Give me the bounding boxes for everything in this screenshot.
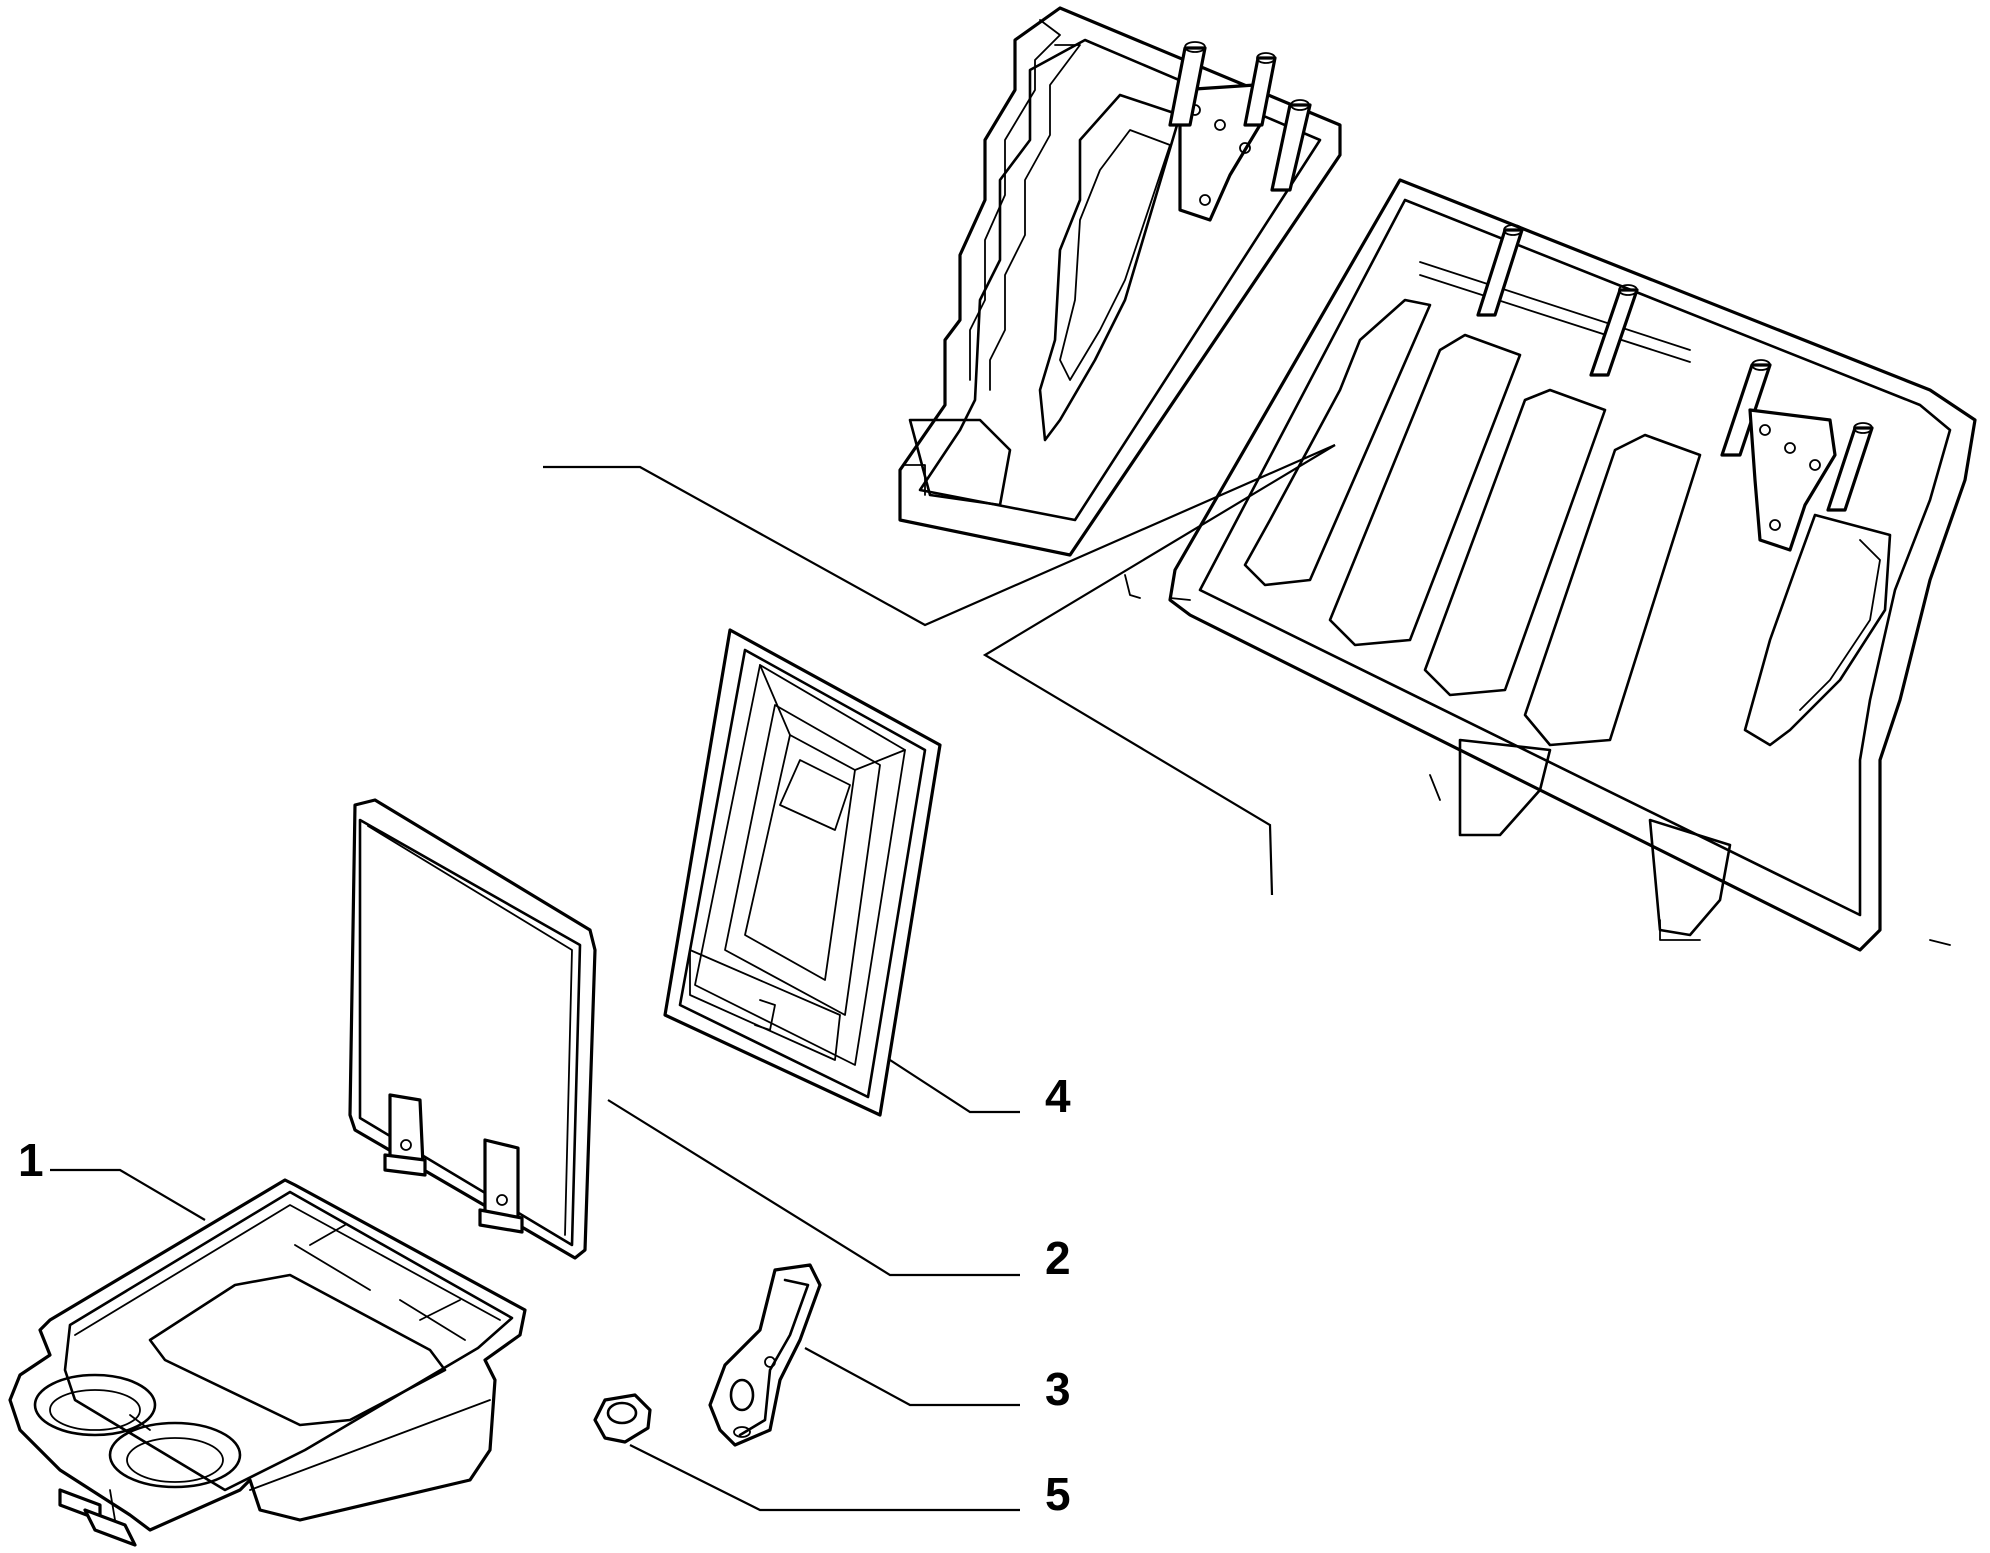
leader-lines: [50, 443, 1336, 1512]
callout-1: 1: [18, 1134, 44, 1186]
part-2-seat-back-cushion: [348, 798, 597, 1260]
seat-back-frame-left: [898, 6, 1342, 599]
leader-2: [607, 1099, 1020, 1277]
part-5-hex-nut: [593, 1393, 652, 1444]
callout-3: 3: [1045, 1363, 1071, 1415]
leader-3: [804, 1347, 1020, 1407]
callout-4: 4: [1045, 1070, 1071, 1122]
part-3-hinge-bracket: [708, 1263, 822, 1447]
leader-5: [629, 1444, 1020, 1512]
leader-frame-upper: [543, 443, 1336, 627]
seat-back-frame-right: [1168, 178, 1977, 952]
callout-5: 5: [1045, 1468, 1071, 1520]
callout-2: 2: [1045, 1232, 1071, 1284]
part-1-seat-cushion-tray: [8, 1178, 527, 1547]
leader-4: [889, 1059, 1020, 1114]
leader-1: [50, 1168, 206, 1221]
part-4-backrest-panel: [663, 628, 942, 1117]
leader-frame-lower: [982, 444, 1336, 896]
